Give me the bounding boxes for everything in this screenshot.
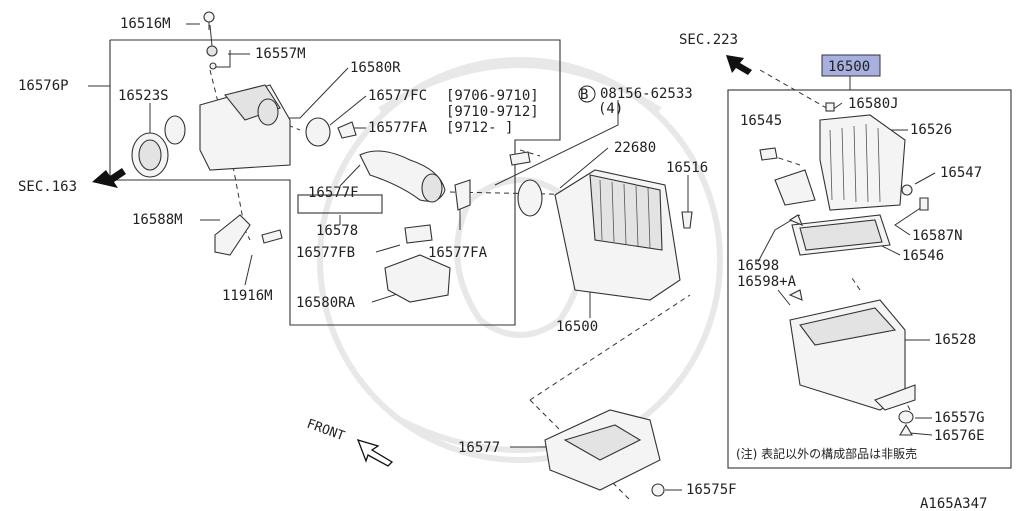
label-16578: 16578 <box>316 223 358 239</box>
label-16576p: 16576P <box>18 78 69 94</box>
part-16575f <box>651 483 665 497</box>
part-16577fa <box>454 179 471 211</box>
label-16516: 16516 <box>666 160 708 176</box>
front-arrow-icon <box>356 438 394 467</box>
part-16576e <box>899 423 913 436</box>
label-16500-main: 16500 <box>556 319 598 335</box>
part-16557m <box>206 45 218 57</box>
part-16588m <box>214 214 251 256</box>
label-16547: 16547 <box>940 165 982 181</box>
part-16526 <box>819 114 906 211</box>
b-circle-icon <box>578 85 596 103</box>
part-16587n <box>919 197 929 211</box>
label-b-letter: B <box>580 87 588 103</box>
label-16576e: 16576E <box>934 428 985 444</box>
label-16523s: 16523S <box>118 88 169 104</box>
label-sec163: SEC.163 <box>18 179 77 195</box>
part-16580j <box>825 102 835 112</box>
label-date-range-3: [9712- ] <box>446 120 513 136</box>
part-16547 <box>901 184 913 196</box>
diagram-id: A165A347 <box>920 496 987 511</box>
part-16516 <box>681 211 693 229</box>
label-16557g: 16557G <box>934 410 985 426</box>
label-date-range-1: [9706-9710] <box>446 88 539 104</box>
label-16587n: 16587N <box>912 228 963 244</box>
label-16500-kit: 16500 <box>828 59 870 75</box>
label-16598a: 16598+A <box>737 274 797 290</box>
label-16516m: 16516M <box>120 16 171 32</box>
part-08156 <box>509 151 531 166</box>
label-08156: 08156-62533 <box>600 86 693 102</box>
label-11916m: 11916M <box>222 288 273 304</box>
label-sec223: SEC.223 <box>679 32 738 48</box>
part-16545 <box>759 147 778 161</box>
part-shapes <box>131 11 929 497</box>
label-16528: 16528 <box>934 332 976 348</box>
label-16577fa-top: 16577FA <box>368 120 428 136</box>
label-16577f: 16577F <box>308 185 359 201</box>
label-16545: 16545 <box>740 113 782 129</box>
arrow-sec223-icon <box>726 55 752 75</box>
part-clamp <box>164 115 186 145</box>
label-16580ra: 16580RA <box>296 295 356 311</box>
group-frames <box>109 39 1012 469</box>
part-16577fa-top <box>337 121 357 139</box>
label-16577fa: 16577FA <box>428 245 488 261</box>
kit-frame <box>727 89 1012 469</box>
label-qty-4: (4) <box>598 101 623 117</box>
label-front: FRONT <box>305 417 347 445</box>
part-16557g <box>898 410 914 424</box>
label-16546: 16546 <box>902 248 944 264</box>
part-22680 <box>517 179 543 217</box>
direction-arrows <box>92 55 752 467</box>
footnote-jp: (注) 表記以外の構成部品は非販売 <box>736 446 917 461</box>
label-16526: 16526 <box>910 122 952 138</box>
label-date-range-2: [9710-9712] <box>446 104 539 120</box>
label-16557m: 16557M <box>255 46 306 62</box>
part-16577fb <box>404 224 433 244</box>
part-16580ra <box>384 254 451 303</box>
part-labels: 16516M 16557M 16580R 16576P 16523S 16577… <box>18 16 987 511</box>
label-16588m: 16588M <box>132 212 183 228</box>
highlight-16500 <box>821 54 881 77</box>
label-16575f: 16575F <box>686 482 737 498</box>
label-16580j: 16580J <box>848 96 899 112</box>
label-16598: 16598 <box>737 258 779 274</box>
label-16577: 16577 <box>458 440 500 456</box>
part-16598 <box>788 214 803 227</box>
part-16516m <box>203 11 215 23</box>
part-16577fc <box>305 117 331 147</box>
part-16598a <box>788 289 803 301</box>
label-22680: 22680 <box>614 140 656 156</box>
arrow-sec163-icon <box>92 168 126 188</box>
label-16580r: 16580R <box>350 60 401 76</box>
label-16577fc: 16577FC <box>368 88 427 104</box>
label-16577fb: 16577FB <box>296 245 355 261</box>
part-11916m <box>261 229 283 244</box>
